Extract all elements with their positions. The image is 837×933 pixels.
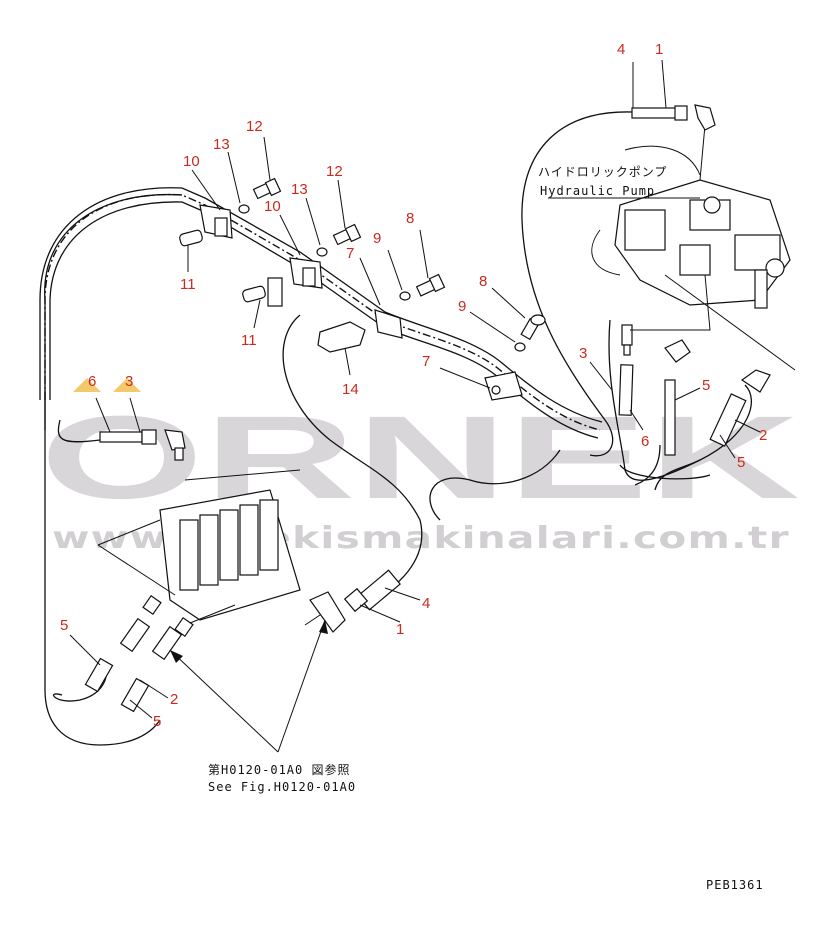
callout-5-right-lower: 5 — [737, 454, 745, 471]
callout-3-right: 3 — [579, 345, 587, 362]
reference-label-jp: 第H0120-01A0 図参照 — [208, 762, 350, 777]
callout-5-left-lower: 5 — [153, 713, 161, 730]
callout-10-left: 10 — [183, 153, 200, 170]
callout-12-left: 12 — [246, 118, 263, 135]
callout-10-right: 10 — [264, 198, 281, 215]
callout-9-upper: 9 — [373, 230, 381, 247]
callout-3-left: 3 — [125, 373, 133, 390]
callout-4-center: 4 — [422, 595, 430, 612]
control-valve — [159, 469, 301, 621]
bolt-8-lower — [520, 314, 546, 341]
clamp-7-upper — [374, 309, 403, 339]
hose-assembly-left-lower — [84, 594, 194, 713]
callout-9-lower: 9 — [458, 298, 466, 315]
watermark-brand: ORNEK — [40, 392, 800, 524]
callout-14: 14 — [342, 381, 359, 398]
pump-fittings — [621, 104, 716, 356]
bracket-14 — [317, 321, 366, 353]
highlight-marker — [113, 378, 141, 392]
hydraulic-pump — [591, 124, 791, 309]
pump-label-en: Hydraulic Pump — [540, 184, 655, 198]
clamp-10-left — [199, 204, 233, 239]
callout-7-lower: 7 — [422, 353, 430, 370]
pump-label-jp: ハイドロリックポンプ — [538, 165, 667, 179]
callout-1-center: 1 — [396, 621, 404, 638]
highlight-marker — [73, 378, 101, 392]
hose-assembly-center — [309, 569, 401, 633]
callout-5-left-upper: 5 — [60, 617, 68, 634]
reference-arrows — [169, 619, 328, 753]
bolt-12-left — [252, 177, 282, 200]
watermark: ORNEK www.ornekismakinalari.com.tr — [40, 392, 800, 556]
washer-13-left — [238, 204, 250, 214]
clamp-7-lower — [484, 371, 523, 401]
clamp-10-right — [289, 257, 323, 289]
hose-assembly-right — [618, 339, 771, 456]
callout-4-top: 4 — [617, 41, 625, 58]
callout-2-left: 2 — [170, 691, 178, 708]
bolt-12-right — [332, 223, 362, 246]
washer-9-lower — [514, 342, 526, 352]
spacer-11-right — [242, 277, 283, 307]
drawing-code: PEB1361 — [706, 878, 764, 892]
callout-8-lower: 8 — [479, 273, 487, 290]
reference-label-en: See Fig.H0120-01A0 — [208, 780, 356, 794]
callout-13-left: 13 — [213, 136, 230, 153]
callout-13-right: 13 — [291, 181, 308, 198]
callout-11-left: 11 — [180, 276, 196, 293]
callout-6-right: 6 — [641, 433, 649, 450]
callout-8-upper: 8 — [406, 210, 414, 227]
callout-11-right: 11 — [241, 332, 257, 349]
spacer-11-left — [179, 229, 203, 247]
callout-12-right: 12 — [326, 163, 343, 180]
callout-leaders — [69, 59, 761, 719]
hose-assembly-left-upper — [99, 429, 186, 461]
callouts: 4 1 12 13 10 12 13 10 7 8 9 11 11 8 9 14… — [60, 41, 767, 730]
callout-6-left: 6 — [88, 373, 96, 390]
bolt-8-upper — [415, 273, 446, 297]
pump-leader-lines — [630, 274, 796, 371]
washer-13-right — [316, 247, 328, 257]
callout-2-right: 2 — [759, 427, 767, 444]
washer-9-upper — [399, 291, 411, 301]
callout-7-upper: 7 — [346, 245, 354, 262]
callout-5-right-upper: 5 — [702, 377, 710, 394]
callout-1-top: 1 — [655, 41, 663, 58]
